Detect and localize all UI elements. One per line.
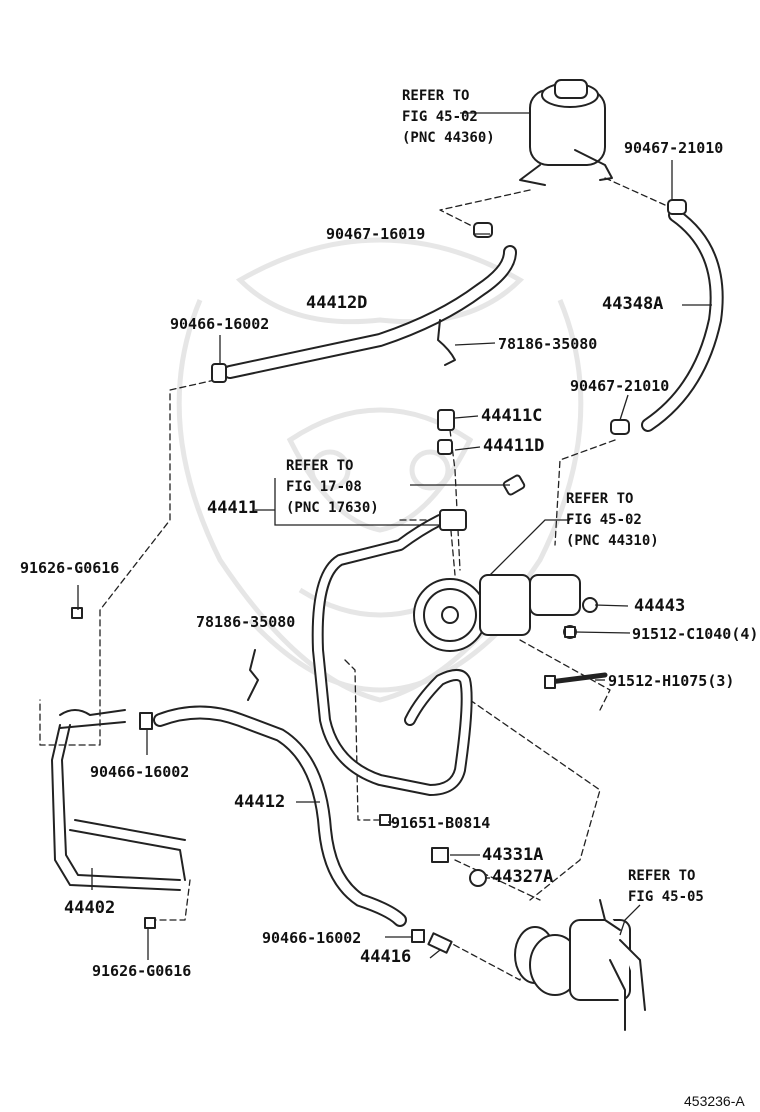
steering-gear [514, 899, 646, 1031]
reservoir [519, 79, 613, 186]
label-leaders [77, 112, 712, 960]
label-90467-21010-mid: 90467-21010 [570, 377, 670, 395]
label-44402: 44402 [64, 898, 116, 918]
label-44443: 44443 [634, 596, 686, 616]
label-91626-G0616-top: 91626-G0616 [20, 559, 120, 577]
label-91512-H1075: 91512-H1075(3) [608, 672, 735, 690]
label-90467-16019: 90467-16019 [326, 225, 426, 243]
label-90466-16002-bot: 90466-16002 [262, 929, 362, 947]
label-44331A: 44331A [482, 845, 544, 865]
pump [413, 574, 598, 652]
label-44412: 44412 [234, 792, 286, 812]
hose-44412 [153, 705, 407, 927]
small-bolts [71, 607, 576, 954]
label-90467-21010-top: 90467-21010 [624, 139, 724, 157]
label-44412D: 44412D [306, 293, 368, 313]
label-91626-G0616-bot: 91626-G0616 [92, 962, 192, 980]
label-91651-B0814: 91651-B0814 [391, 814, 491, 832]
label-44411: 44411 [207, 498, 259, 518]
label-44416: 44416 [360, 947, 412, 967]
bolt-91512-H1075 [547, 672, 608, 685]
watermark-logo [176, 237, 584, 703]
label-91512-C1040: 91512-C1040(4) [632, 625, 759, 643]
label-78186-35080-top: 78186-35080 [498, 335, 598, 353]
clip-78186-top [437, 319, 456, 366]
clip-78186-mid [247, 649, 259, 701]
cooler-44402 [51, 709, 186, 891]
label-90466-16002-mid: 90466-16002 [90, 763, 190, 781]
label-44411C: 44411C [481, 406, 543, 426]
label-78186-35080-mid: 78186-35080 [196, 613, 296, 631]
clamps [211, 199, 687, 455]
label-44327A: 44327A [492, 867, 554, 887]
label-90466-16002-top: 90466-16002 [170, 315, 270, 333]
diagram-code: 453236-A [684, 1093, 745, 1109]
label-44411D: 44411D [483, 436, 545, 456]
label-44348A: 44348A [602, 294, 664, 314]
